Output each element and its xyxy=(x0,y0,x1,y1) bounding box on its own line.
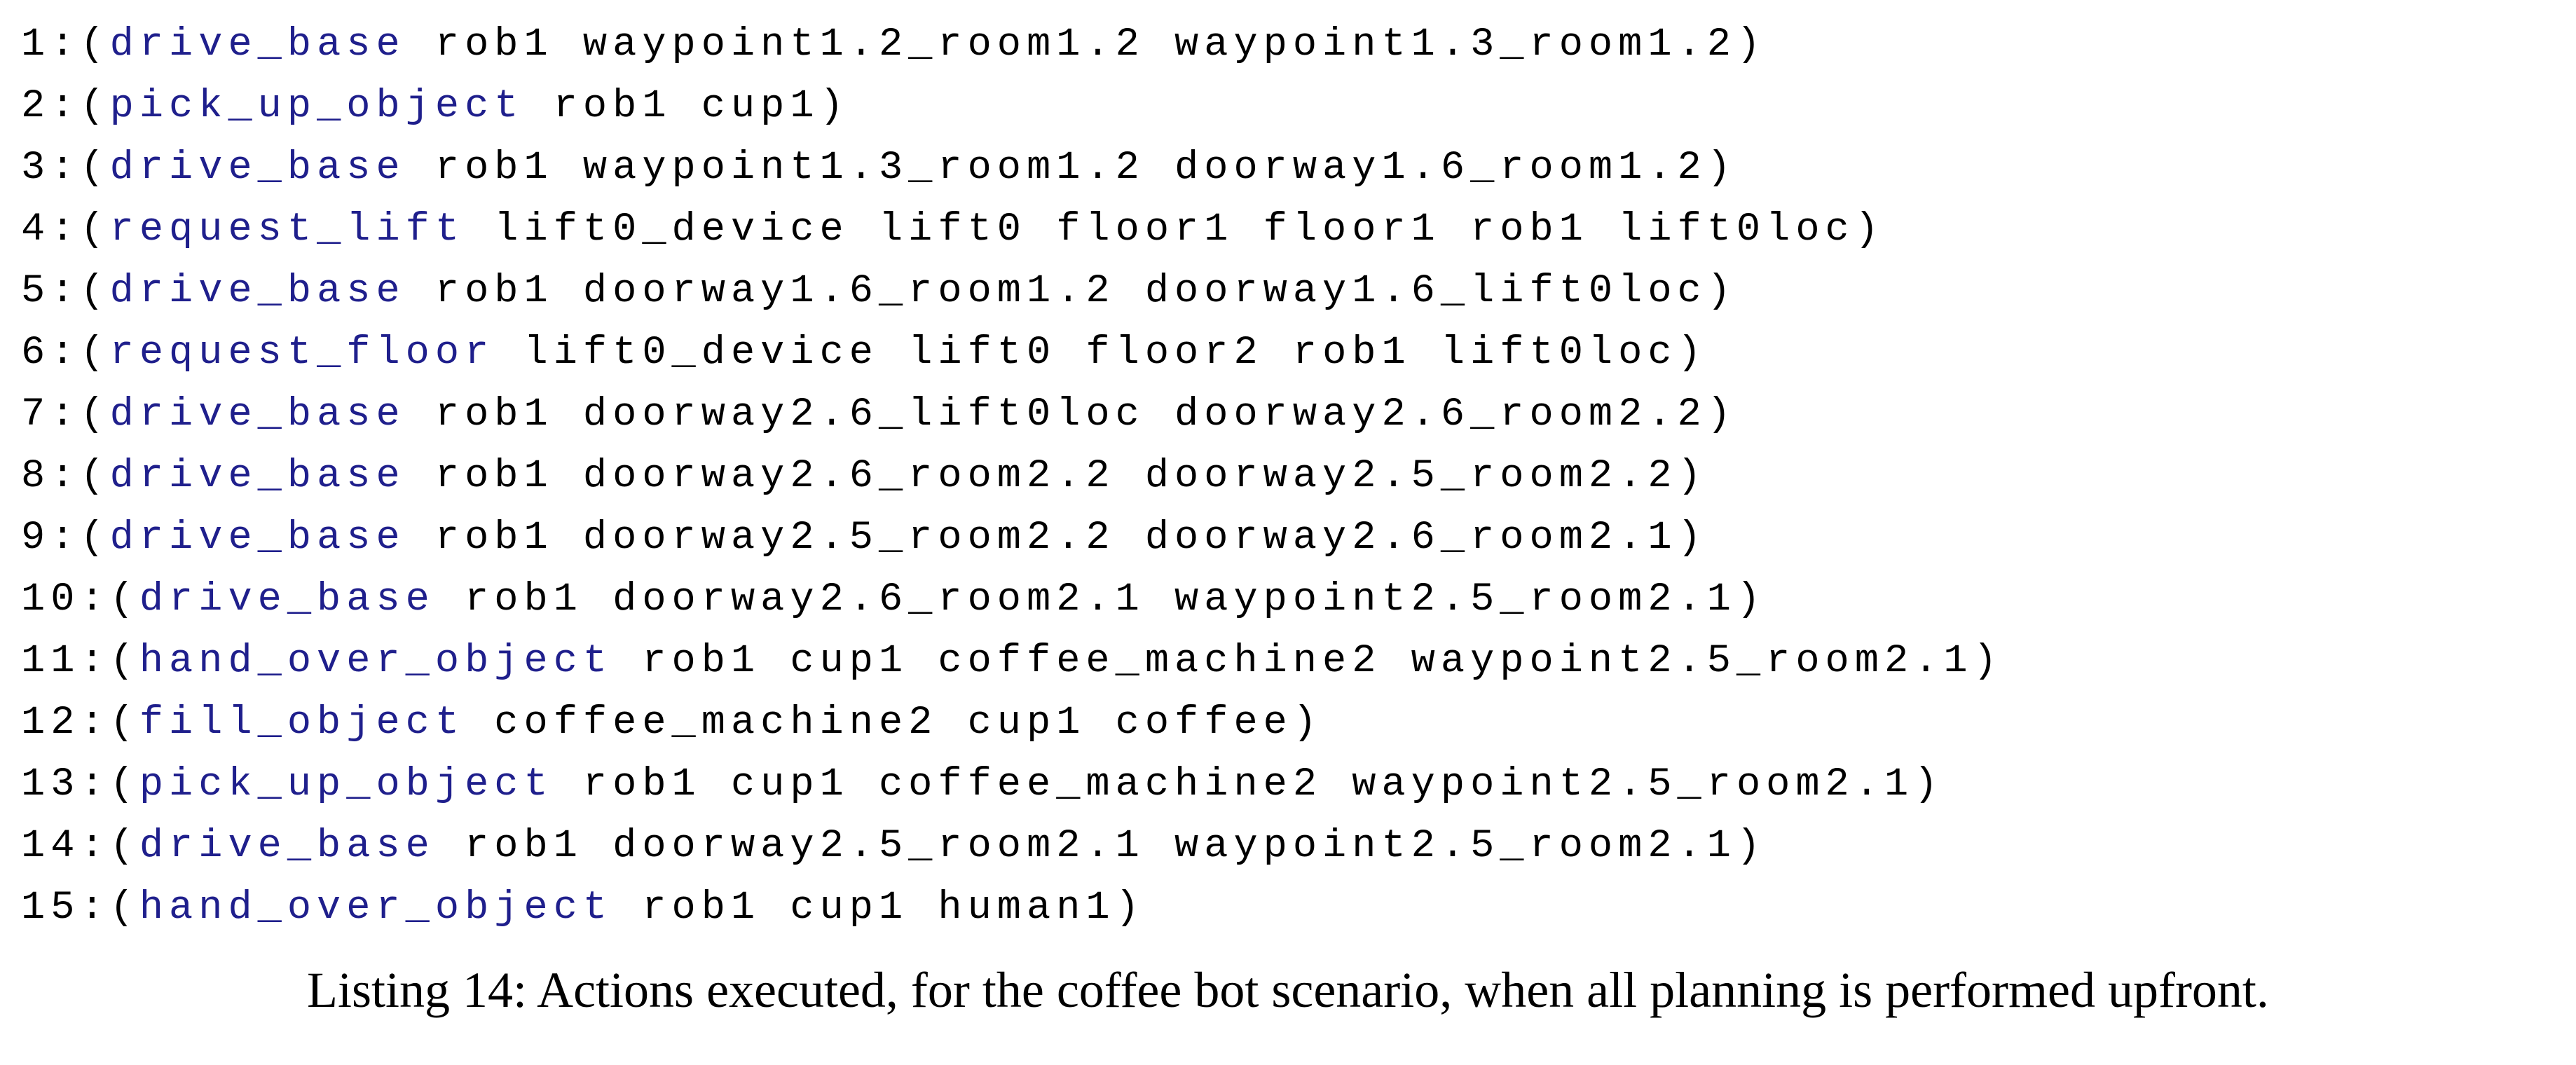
code-line: 15:(hand_over_object rob1 cup1 human1) xyxy=(21,877,2003,939)
action-keyword: drive_base xyxy=(109,146,406,191)
action-keyword: fill_object xyxy=(139,701,465,746)
action-keyword: pick_up_object xyxy=(109,84,524,129)
action-keyword: drive_base xyxy=(109,22,406,67)
action-arguments: lift0_device lift0 floor1 floor1 rob1 li… xyxy=(465,207,1884,252)
action-keyword: hand_over_object xyxy=(139,886,613,930)
action-arguments: rob1 cup1 human1) xyxy=(612,886,1145,930)
code-line: 11:(hand_over_object rob1 cup1 coffee_ma… xyxy=(21,631,2003,692)
code-line: 3:(drive_base rob1 waypoint1.3_room1.2 d… xyxy=(21,137,2003,199)
code-line: 14:(drive_base rob1 doorway2.5_room2.1 w… xyxy=(21,816,2003,877)
action-arguments: rob1 cup1 coffee_machine2 waypoint2.5_ro… xyxy=(612,639,2003,684)
line-number-prefix: 7:( xyxy=(21,392,110,437)
action-keyword: request_floor xyxy=(109,331,495,376)
line-number-prefix: 15:( xyxy=(21,886,139,930)
code-line: 6:(request_floor lift0_device lift0 floo… xyxy=(21,322,2003,384)
code-line: 10:(drive_base rob1 doorway2.6_room2.1 w… xyxy=(21,569,2003,631)
action-arguments: rob1 doorway2.6_room2.2 doorway2.5_room2… xyxy=(405,454,1707,499)
action-keyword: drive_base xyxy=(109,392,406,437)
line-number-prefix: 8:( xyxy=(21,454,110,499)
line-number-prefix: 14:( xyxy=(21,824,139,869)
line-number-prefix: 1:( xyxy=(21,22,110,67)
action-arguments: rob1 doorway2.6_room2.1 waypoint2.5_room… xyxy=(434,577,1767,622)
action-keyword: drive_base xyxy=(109,454,406,499)
action-arguments: rob1 cup1 coffee_machine2 waypoint2.5_ro… xyxy=(553,762,1944,807)
action-keyword: request_lift xyxy=(109,207,465,252)
action-arguments: lift0_device lift0 floor2 rob1 lift0loc) xyxy=(494,331,1707,376)
line-number-prefix: 12:( xyxy=(21,701,139,746)
line-number-prefix: 11:( xyxy=(21,639,139,684)
action-arguments: rob1 doorway1.6_room1.2 doorway1.6_lift0… xyxy=(405,269,1736,314)
line-number-prefix: 6:( xyxy=(21,331,110,376)
line-number-prefix: 10:( xyxy=(21,577,139,622)
code-line: 2:(pick_up_object rob1 cup1) xyxy=(21,76,2003,137)
code-listing: 1:(drive_base rob1 waypoint1.2_room1.2 w… xyxy=(21,14,2003,939)
action-keyword: pick_up_object xyxy=(139,762,554,807)
action-arguments: rob1 doorway2.6_lift0loc doorway2.6_room… xyxy=(405,392,1736,437)
action-arguments: rob1 doorway2.5_room2.1 waypoint2.5_room… xyxy=(434,824,1767,869)
code-line: 4:(request_lift lift0_device lift0 floor… xyxy=(21,199,2003,261)
action-keyword: drive_base xyxy=(139,824,435,869)
line-number-prefix: 3:( xyxy=(21,146,110,191)
code-line: 12:(fill_object coffee_machine2 cup1 cof… xyxy=(21,692,2003,754)
action-arguments: rob1 waypoint1.2_room1.2 waypoint1.3_roo… xyxy=(405,22,1767,67)
action-keyword: drive_base xyxy=(139,577,435,622)
action-keyword: drive_base xyxy=(109,516,406,561)
line-number-prefix: 4:( xyxy=(21,207,110,252)
code-line: 8:(drive_base rob1 doorway2.6_room2.2 do… xyxy=(21,446,2003,507)
action-arguments: rob1 waypoint1.3_room1.2 doorway1.6_room… xyxy=(405,146,1736,191)
line-number-prefix: 5:( xyxy=(21,269,110,314)
line-number-prefix: 9:( xyxy=(21,516,110,561)
code-line: 1:(drive_base rob1 waypoint1.2_room1.2 w… xyxy=(21,14,2003,76)
code-line: 9:(drive_base rob1 doorway2.5_room2.2 do… xyxy=(21,507,2003,569)
line-number-prefix: 2:( xyxy=(21,84,110,129)
code-line: 7:(drive_base rob1 doorway2.6_lift0loc d… xyxy=(21,384,2003,446)
code-line: 5:(drive_base rob1 doorway1.6_room1.2 do… xyxy=(21,261,2003,322)
listing-caption: Listing 14: Actions executed, for the co… xyxy=(307,962,2269,1018)
action-arguments: rob1 doorway2.5_room2.2 doorway2.6_room2… xyxy=(405,516,1707,561)
action-arguments: coffee_machine2 cup1 coffee) xyxy=(465,701,1323,746)
action-keyword: hand_over_object xyxy=(139,639,613,684)
action-keyword: drive_base xyxy=(109,269,406,314)
action-arguments: rob1 cup1) xyxy=(523,84,849,129)
code-line: 13:(pick_up_object rob1 cup1 coffee_mach… xyxy=(21,754,2003,816)
line-number-prefix: 13:( xyxy=(21,762,139,807)
